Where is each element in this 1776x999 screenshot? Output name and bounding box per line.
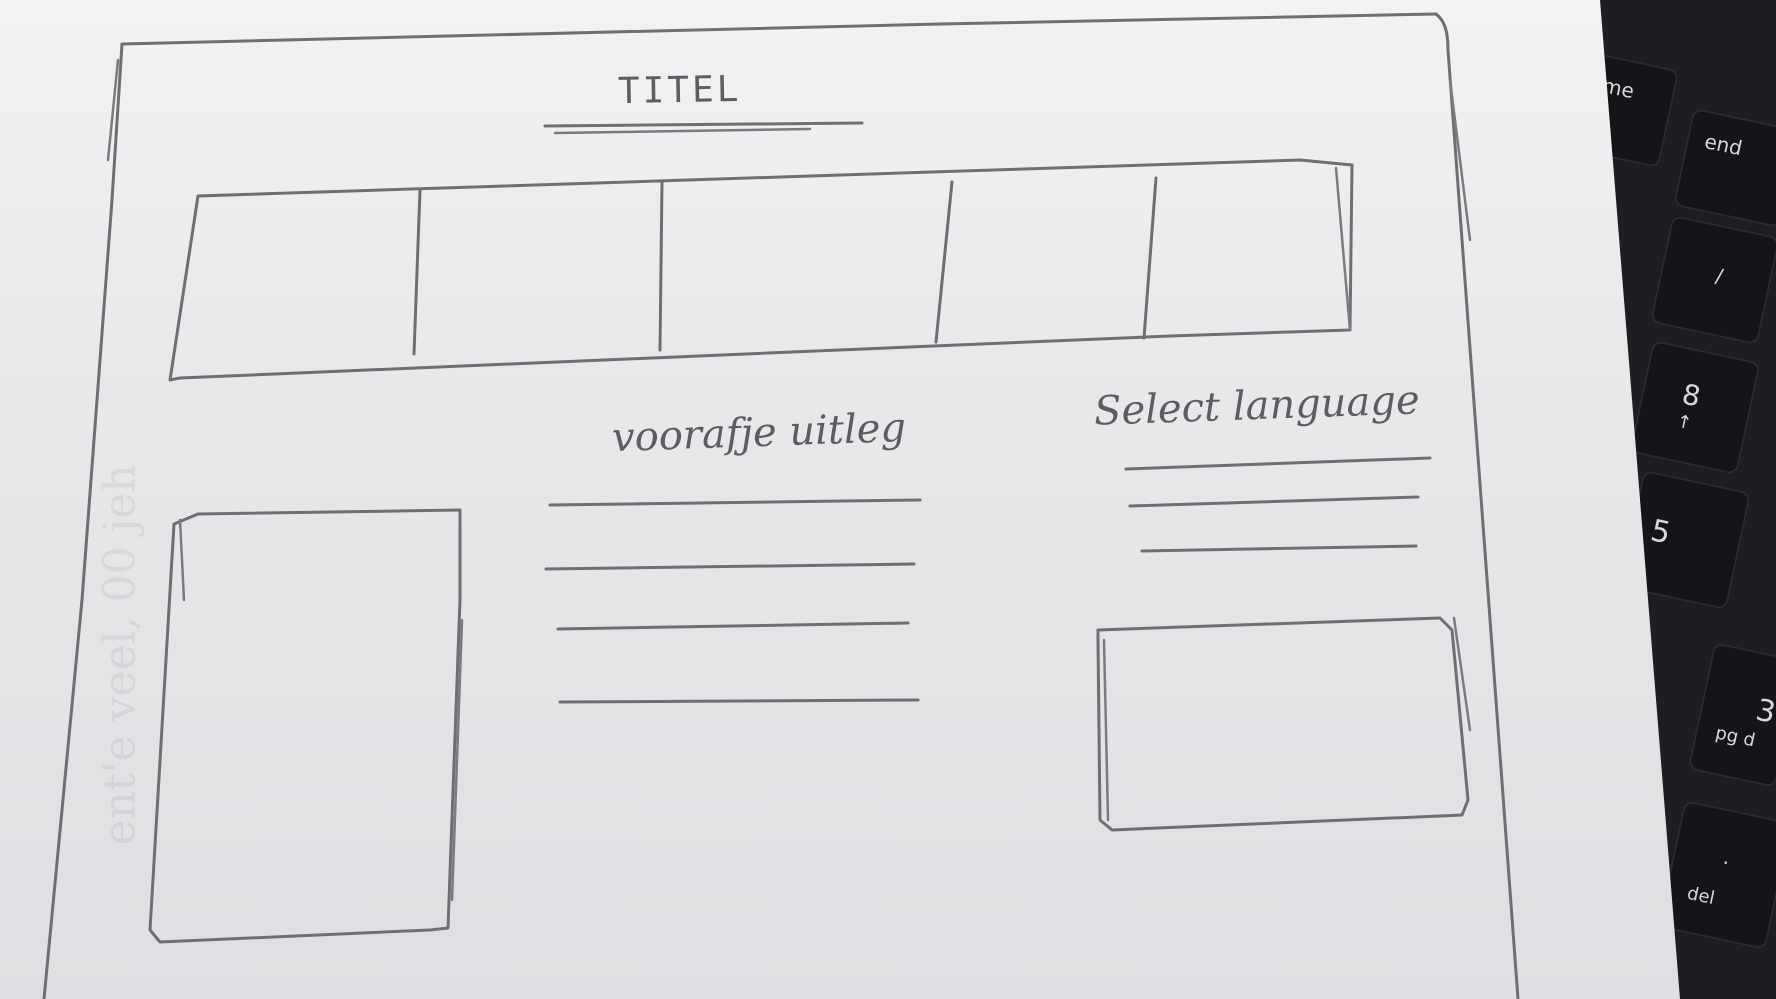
outer-frame [42,12,1520,999]
language-line-3 [1140,544,1418,553]
keyboard-key-3: 3 pg d [1687,642,1776,788]
keyboard-key-del: . del [1657,799,1776,951]
banner-divider-3 [934,180,954,344]
left-image-box [148,508,462,944]
paper-sheet: ent'e veel, 00 jeh [0,0,1680,999]
intro-line-1 [548,498,922,507]
sketch-title: TITEL [617,68,742,113]
wireframe-sketch [42,12,1520,999]
banner-box [168,158,1354,382]
keyboard-key-8: 8 ↑ [1629,339,1761,476]
title-underline [543,121,864,128]
intro-line-4 [558,698,920,704]
language-line-2 [1128,495,1420,508]
right-lower-box [1096,616,1470,832]
language-line-1 [1124,456,1432,471]
intro-line-2 [544,562,916,571]
keyboard-key-slash: / [1649,214,1776,346]
banner-divider-2 [658,180,664,352]
banner-divider-4 [1142,176,1158,340]
banner-divider-1 [412,188,422,356]
intro-line-3 [556,621,910,631]
keyboard-key-end: end [1672,107,1776,229]
